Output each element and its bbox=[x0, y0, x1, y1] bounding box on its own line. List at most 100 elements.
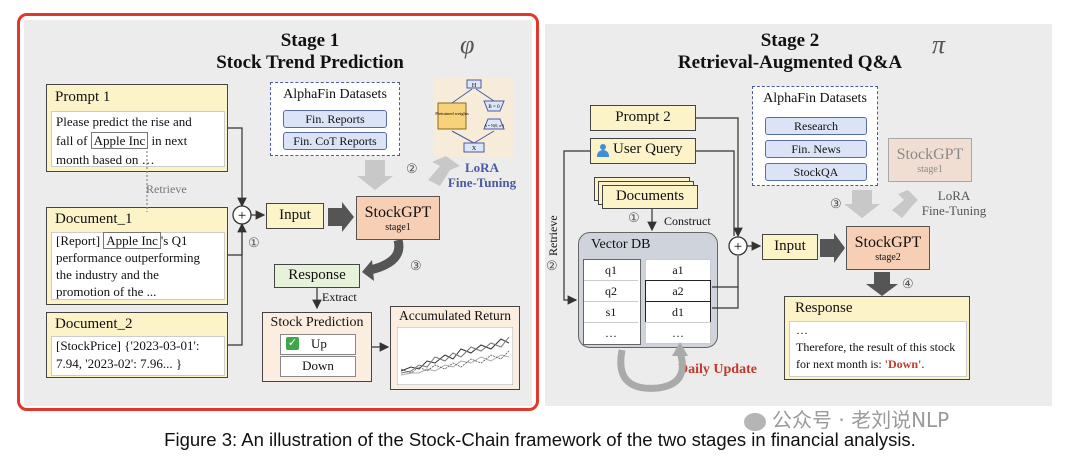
stage2-lora-label: LoRA Fine-Tuning bbox=[921, 188, 987, 218]
stockgpt-stage1-name: StockGPT bbox=[364, 204, 432, 221]
stage2-response-body: … Therefore, the result of this stock fo… bbox=[789, 321, 967, 377]
query-to-plus bbox=[696, 150, 735, 236]
stage1-phi-symbol: φ bbox=[460, 30, 475, 59]
document1-entity-apple-inc: Apple Inc bbox=[103, 232, 161, 249]
lora-a-matrix bbox=[483, 118, 505, 130]
lora-h-node bbox=[466, 79, 482, 89]
prompt1-entity-apple-inc: Apple Inc bbox=[90, 132, 149, 149]
documents-box: Documents bbox=[602, 185, 698, 209]
return-line-1 bbox=[400, 338, 510, 372]
document1-header: Document_1 bbox=[55, 211, 133, 227]
prompt1-box: Prompt 1 Please predict the rise and fal… bbox=[46, 84, 228, 172]
stage2-title-line2: Retrieval-Augmented Q&A bbox=[677, 52, 903, 73]
prompt1-line1: Please predict the rise and bbox=[56, 114, 192, 129]
stage1-marker-3: ③ bbox=[410, 258, 422, 273]
stage1-marker-1: ① bbox=[248, 235, 260, 250]
daily-update-loop-head bbox=[672, 342, 688, 356]
stockgpt-stage2-box: StockGPT stage2 bbox=[846, 226, 930, 270]
lora-pretrained-label: Pretrained weights bbox=[435, 111, 469, 116]
vector-db-left-cell: … bbox=[584, 323, 638, 343]
daily-update-loop bbox=[617, 349, 686, 392]
document2-box: Document_2 [StockPrice] {'2023-03-01': 7… bbox=[46, 312, 228, 378]
doc2-to-plus bbox=[228, 224, 243, 346]
vector-db: Vector DB q1 q2 s1 … a1 a2 d1 … bbox=[578, 232, 718, 348]
stage2-input-to-model-arrow bbox=[820, 233, 845, 263]
model-to-response-arrow-body bbox=[368, 238, 404, 275]
accumulated-return-plot bbox=[397, 327, 513, 385]
lora-diagram-edges bbox=[451, 88, 495, 144]
stage1-title-line1: Stage 1 bbox=[280, 30, 340, 51]
stockgpt-stage2-sub: stage2 bbox=[875, 252, 901, 263]
lora-diagram-image: H Pretrained weights B = 0 A = N(0, σ²) … bbox=[434, 77, 514, 157]
document2-header: Document_2 bbox=[55, 316, 133, 332]
document1-line2: performance outperforming bbox=[56, 250, 201, 265]
vector-db-right-column: a1 a2 d1 … bbox=[645, 259, 711, 344]
stockgpt-stage1-sub: stage1 bbox=[385, 222, 411, 233]
stage2-dataset-fin-news: Fin. News bbox=[765, 140, 867, 158]
watermark-text: 公众号 · 老刘说NLP bbox=[772, 408, 950, 432]
document1-body: [Report] Apple Inc's Q1 performance outp… bbox=[51, 232, 225, 300]
model-to-response-arrow bbox=[866, 272, 898, 296]
stockgpt-stage1-faded-sub: stage1 bbox=[917, 164, 943, 175]
document2-line2: 7.94, '2023-02': 7.96... } bbox=[56, 356, 183, 371]
accumulated-return-title: Accumulated Return bbox=[398, 308, 512, 323]
stage2-response-line1: … bbox=[796, 323, 808, 337]
vectordb-d1-to-plus bbox=[712, 287, 739, 309]
vector-db-left-cell: q1 bbox=[584, 260, 638, 281]
daily-update-label: Daily Update bbox=[678, 362, 757, 377]
stage1-marker-2: ② bbox=[406, 161, 418, 176]
prompt2-box: Prompt 2 bbox=[590, 105, 696, 131]
document2-line1: [StockPrice] {'2023-03-01': bbox=[56, 338, 200, 353]
vector-db-left-cell: s1 bbox=[584, 302, 638, 323]
stage2-response-answer: 'Down' bbox=[884, 357, 922, 371]
stage1-dataset-fin-cot-reports: Fin. CoT Reports bbox=[283, 132, 387, 150]
stage1-retrieve-label: Retrieve bbox=[146, 182, 187, 196]
user-icon bbox=[597, 144, 609, 157]
stage1-datasets-title: AlphaFin Datasets bbox=[283, 87, 387, 102]
return-line-4 bbox=[400, 350, 510, 374]
prompt1-to-plus bbox=[228, 127, 247, 208]
stage2-title-line1: Stage 2 bbox=[760, 30, 820, 51]
lora-b-label: B = 0 bbox=[488, 105, 500, 110]
vector-db-left-column: q1 q2 s1 … bbox=[583, 259, 641, 345]
lora-b-matrix bbox=[483, 100, 505, 112]
return-line-3 bbox=[400, 354, 510, 376]
datasets-to-model-arrow bbox=[357, 160, 393, 190]
stage2-marker-3: ③ bbox=[830, 196, 842, 211]
stage2-plus-sign: + bbox=[734, 239, 742, 255]
stage1-datasets-box: AlphaFin Datasets Fin. Reports Fin. CoT … bbox=[270, 82, 400, 156]
accumulated-return-box: Accumulated Return bbox=[390, 306, 520, 390]
document2-body: [StockPrice] {'2023-03-01': 7.94, '2023-… bbox=[51, 336, 225, 376]
figure-caption: Figure 3: An illustration of the Stock-C… bbox=[164, 429, 916, 450]
stage2-title: Stage 2 Retrieval-Augmented Q&A bbox=[640, 30, 940, 74]
stage2-datasets-title: AlphaFin Datasets bbox=[763, 91, 867, 106]
stage1-title-line2: Stock Trend Prediction bbox=[216, 52, 404, 73]
vectordb-a2-to-plus bbox=[712, 256, 739, 288]
vector-db-title: Vector DB bbox=[591, 237, 651, 252]
stage1-highlight-border bbox=[17, 13, 539, 411]
lora-diagram-svg: H Pretrained weights B = 0 A = N(0, σ²) … bbox=[435, 79, 505, 153]
prediction-down-option: Down bbox=[280, 356, 356, 377]
lora-h-label: H bbox=[472, 83, 477, 89]
stage1-response-box: Response bbox=[274, 264, 360, 288]
stage1-input-box: Input bbox=[266, 203, 324, 229]
stage2-marker-4: ④ bbox=[902, 276, 914, 291]
stockgpt-stage1-faded: StockGPT stage1 bbox=[888, 138, 972, 182]
stockgpt-stage1-faded-name: StockGPT bbox=[896, 146, 964, 163]
prediction-up-label: Up bbox=[311, 336, 327, 351]
stockgpt-stage2-name: StockGPT bbox=[854, 234, 922, 251]
stage2-marker-1: ① bbox=[628, 210, 640, 225]
lora-pretrained-weights bbox=[437, 102, 467, 130]
stage1-dataset-fin-reports: Fin. Reports bbox=[283, 110, 387, 128]
stock-prediction-box: Stock Prediction ✓ Up Down bbox=[262, 312, 372, 382]
stage2-dataset-research: Research bbox=[765, 117, 867, 135]
prediction-up-option: ✓ Up bbox=[280, 334, 356, 355]
prompt1-body: Please predict the rise and fall of Appl… bbox=[51, 111, 225, 167]
vector-db-right-cell: … bbox=[645, 322, 711, 344]
stage2-marker-2: ② bbox=[546, 258, 558, 273]
user-query-label: User Query bbox=[613, 141, 683, 157]
document1-line3: the industry and the bbox=[56, 267, 159, 282]
user-query-box: User Query bbox=[590, 138, 696, 164]
model-to-response-arrow-head bbox=[362, 260, 374, 281]
wechat-icon bbox=[744, 412, 766, 431]
